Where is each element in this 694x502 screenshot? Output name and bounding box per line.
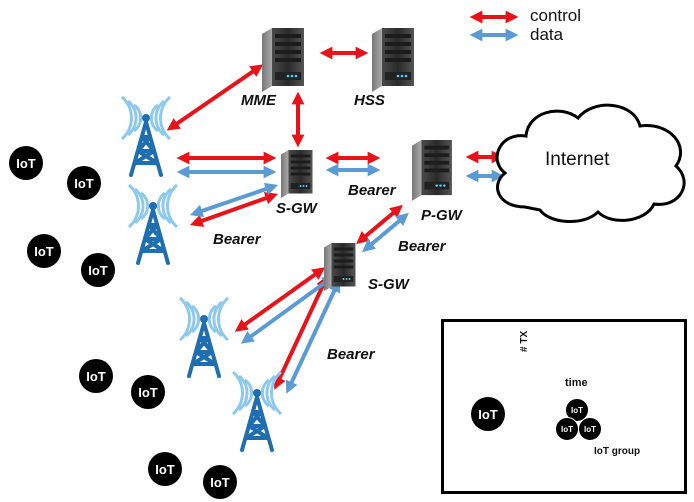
iot-device: IoT: [79, 359, 113, 393]
iot-device: IoT: [203, 465, 237, 499]
tower-3: [178, 296, 230, 378]
iot-device: IoT: [27, 234, 61, 268]
hss-label: HSS: [354, 92, 385, 109]
iot-device-single: IoT: [471, 397, 505, 431]
sgw-bottom-server: [324, 243, 356, 291]
tower-1: [120, 95, 172, 177]
legend-data-label: data: [530, 25, 564, 44]
sgw-top-server: [281, 150, 313, 198]
hss-server: [372, 28, 414, 92]
bearer-label-tower2: Bearer: [213, 231, 261, 248]
iot-device: IoT: [81, 253, 115, 287]
bearer-label-sgw-pgw: Bearer: [348, 182, 396, 199]
bearer-label-pgw-sgw: Bearer: [398, 238, 446, 255]
iot-device: IoT: [9, 146, 43, 180]
iot-group-member: IoT: [555, 417, 579, 441]
pgw-server: [412, 140, 452, 201]
bearer-label-bottom: Bearer: [327, 346, 375, 363]
pgw-label: P-GW: [421, 207, 462, 224]
sgw-top-label: S-GW: [276, 200, 317, 217]
iot-device: IoT: [67, 166, 101, 200]
mme-server: [262, 28, 304, 92]
iot-device: IoT: [148, 452, 182, 486]
iot-group-member: IoT: [578, 417, 602, 441]
iot-group-label: IoT group: [594, 446, 641, 457]
inset-ylabel: # TX: [519, 330, 530, 352]
data-links: [176, 163, 505, 394]
sgw-bottom-label: S-GW: [368, 276, 409, 293]
inset-xlabel: time: [565, 377, 588, 389]
internet-cloud: [495, 103, 686, 224]
tower-4: [231, 370, 283, 452]
mme-label: MME: [241, 92, 276, 109]
tower-2: [127, 183, 179, 265]
internet-label: Internet: [545, 149, 610, 170]
iot-device: IoT: [131, 375, 165, 409]
legend-control-label: control: [530, 6, 582, 25]
